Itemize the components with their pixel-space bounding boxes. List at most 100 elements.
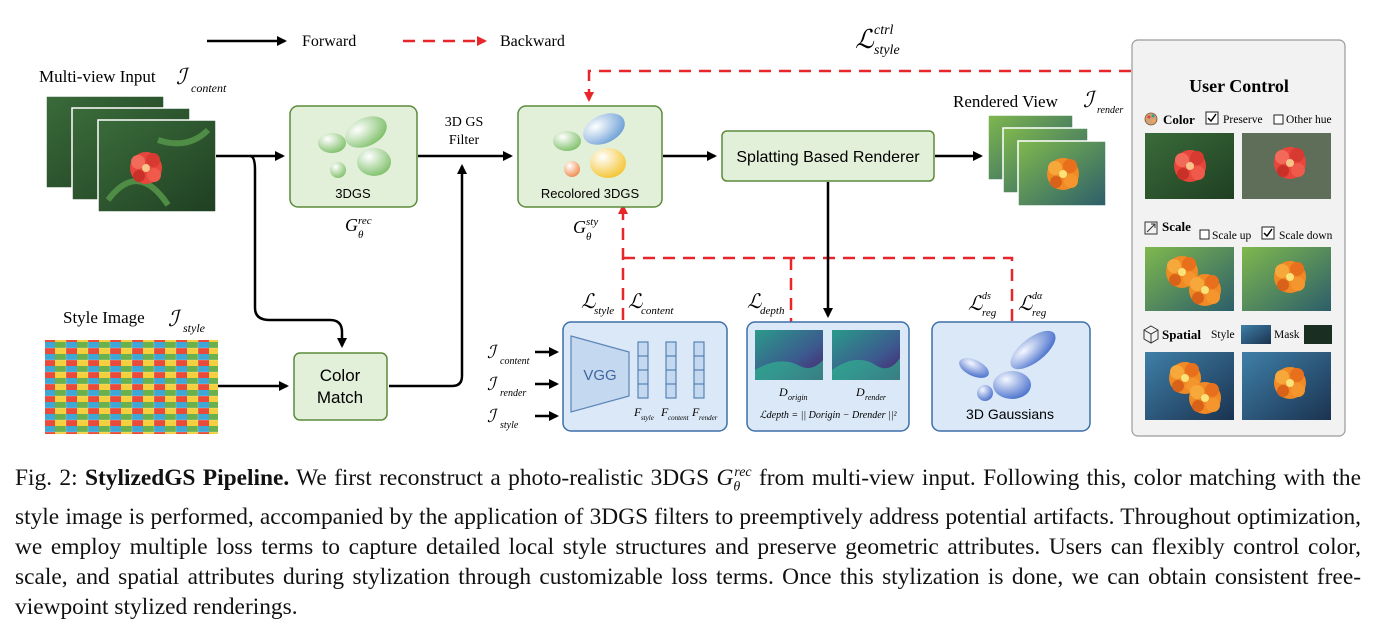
node-splatting-renderer: Splatting Based Renderer: [721, 130, 935, 182]
loss-style-label: ℒ style: [581, 291, 614, 317]
svg-text:3D Gaussians: 3D Gaussians: [966, 406, 1054, 422]
svg-text:render: render: [865, 393, 887, 402]
feature-f-render: F render: [691, 405, 718, 422]
loss-depth-label: ℒ depth: [747, 291, 785, 317]
gaussians-loss-box: 3D Gaussians: [931, 321, 1091, 432]
g-sty-label: G sty θ: [573, 216, 598, 243]
forward-paths: [216, 151, 983, 421]
node-recolored-3dgs: Recolored 3DGS: [517, 105, 663, 208]
color-other-hue-checkbox[interactable]: [1273, 114, 1284, 125]
multiview-input-label: Multi-view Input ℐ content: [39, 64, 227, 95]
node-3dgs: 3DGS: [289, 105, 418, 208]
svg-text:style: style: [500, 420, 519, 431]
svg-text:θ: θ: [586, 231, 592, 243]
scale-up-label: Scale up: [1212, 230, 1252, 242]
figure-caption: Fig. 2: StylizedGS Pipeline. We first re…: [15, 458, 1361, 622]
svg-text:Match: Match: [317, 388, 363, 407]
svg-text:ctrl: ctrl: [874, 23, 894, 38]
style-image: [45, 340, 218, 434]
svg-text:rec: rec: [358, 215, 372, 227]
svg-text:render: render: [699, 414, 718, 422]
filter-label: 3D GS Filter: [445, 115, 484, 148]
caption-math: Gθrec: [716, 464, 752, 495]
svg-text:ℒ: ℒ: [1018, 293, 1033, 315]
svg-text:content: content: [641, 305, 674, 317]
scale-up-checkbox[interactable]: [1199, 229, 1210, 240]
multiview-input-images: [45, 95, 217, 213]
spatial-result-images: [1145, 352, 1331, 420]
color-result-images: [1145, 133, 1331, 199]
legend-backward: Backward: [500, 33, 565, 50]
svg-text:origin: origin: [788, 393, 808, 402]
color-preserve-checkbox[interactable]: [1205, 111, 1219, 125]
caption-prefix: Fig. 2:: [15, 464, 85, 491]
pipeline-figure: Forward Backward ℒ ctrl style Multi-view…: [39, 23, 1346, 437]
svg-text:render: render: [500, 388, 526, 399]
cube-icon: [1143, 325, 1159, 344]
user-control-title: User Control: [1189, 76, 1289, 96]
svg-text:D: D: [778, 385, 788, 399]
svg-text:ℒ: ℒ: [628, 291, 643, 313]
svg-text:F: F: [633, 405, 642, 419]
vgg-loss-box: VGG F style F content F render: [562, 321, 728, 432]
svg-text:dα: dα: [1032, 291, 1043, 302]
svg-text:Filter: Filter: [449, 133, 480, 148]
loss-reg-da-label: ℒ dα reg: [1018, 291, 1047, 319]
style-image-label: Style Image ℐ style: [63, 306, 206, 335]
user-control-panel: User Control Color Preserve Other hue Sc…: [1131, 39, 1346, 437]
caption-body-post: from multi-view input. Following this, c…: [15, 464, 1361, 621]
svg-text:3DGS: 3DGS: [335, 186, 371, 201]
svg-text:ℒ: ℒ: [581, 291, 596, 313]
svg-text:ℐ: ℐ: [1083, 87, 1097, 112]
node-color-match: Color Match: [293, 352, 388, 421]
svg-text:Splatting Based Renderer: Splatting Based Renderer: [736, 149, 920, 166]
svg-text:content: content: [668, 414, 690, 422]
scale-result-images: [1145, 247, 1331, 311]
scale-down-checkbox[interactable]: [1261, 226, 1275, 240]
legend: Forward Backward: [207, 33, 565, 50]
loss-reg-ds-label: ℒ ds reg: [968, 291, 997, 319]
loss-content-label: ℒ content: [628, 291, 674, 317]
svg-text:3D GS: 3D GS: [445, 115, 484, 130]
svg-text:ds: ds: [982, 291, 991, 302]
svg-text:Color: Color: [320, 366, 361, 385]
svg-text:ℒ: ℒ: [855, 25, 875, 54]
color-other-hue-label: Other hue: [1286, 114, 1332, 126]
svg-text:ℐ: ℐ: [176, 64, 190, 89]
svg-text:content: content: [191, 81, 227, 95]
feature-f-style: F style: [633, 405, 654, 422]
feature-f-content: F content: [660, 405, 690, 422]
g-rec-label: G rec θ: [345, 215, 372, 241]
vgg-label: VGG: [583, 367, 616, 384]
svg-text:Recolored 3DGS: Recolored 3DGS: [541, 186, 640, 201]
spatial-style-thumb: [1241, 325, 1271, 344]
caption-body-pre: We first reconstruct a photo-realistic 3…: [289, 464, 717, 491]
svg-text:style: style: [594, 305, 614, 317]
rendered-view-label: Rendered View ℐ render: [953, 87, 1123, 116]
backward-paths: [584, 69, 1131, 322]
svg-text:F: F: [691, 405, 700, 419]
spatial-mask-label: Mask: [1274, 329, 1300, 341]
svg-text:F: F: [660, 405, 669, 419]
palette-icon: [1144, 112, 1158, 126]
svg-text:style: style: [183, 321, 206, 335]
svg-text:ℐ: ℐ: [168, 306, 182, 331]
legend-forward: Forward: [302, 33, 356, 50]
loss-ctrl-label: ℒ ctrl style: [855, 23, 900, 58]
scale-icon: [1144, 221, 1158, 235]
svg-text:style: style: [874, 43, 900, 58]
svg-text:Style Image: Style Image: [63, 308, 145, 327]
svg-text:reg: reg: [982, 307, 997, 319]
svg-text:sty: sty: [586, 216, 598, 228]
color-label: Color: [1163, 112, 1195, 127]
svg-text:reg: reg: [1032, 307, 1047, 319]
svg-text:render: render: [1097, 105, 1123, 116]
svg-text:ℒ: ℒ: [968, 293, 983, 315]
depth-formula: ℒdepth = || Dorigin − Drender ||²: [759, 410, 897, 421]
scale-down-label: Scale down: [1279, 230, 1333, 242]
